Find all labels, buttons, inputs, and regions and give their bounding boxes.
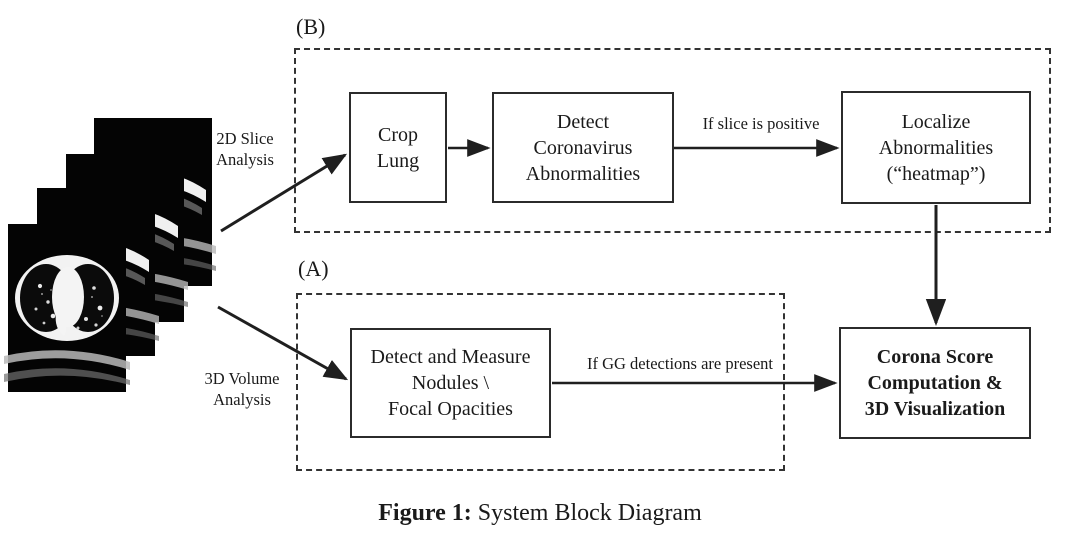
box-detect-line1: Detect	[556, 110, 610, 133]
figure-caption: Figure 1: System Block Diagram	[0, 500, 1080, 527]
group-b-container	[294, 48, 1051, 233]
label-3d-volume-analysis: 3D Volume Analysis	[182, 368, 302, 410]
box-detect-line2: Coronavirus	[533, 136, 633, 159]
label-3d-line1: 3D Volume	[204, 369, 280, 388]
box-nodules-line2: Nodules \	[411, 372, 490, 394]
box-corona-score-computation[interactable]: Corona Score Computation & 3D Visualizat…	[839, 327, 1031, 439]
figure-caption-title: System Block Diagram	[477, 500, 702, 526]
group-b-label: (B)	[296, 14, 326, 39]
group-a-label: (A)	[298, 256, 329, 281]
box-crop-lung-line1: Crop	[378, 123, 418, 146]
edge-label-slice-positive: If slice is positive	[702, 114, 820, 133]
box-crop-lung-line2: Lung	[376, 149, 420, 172]
box-corona-line1: Corona Score	[876, 346, 994, 368]
label-2d-line1: 2D Slice	[216, 129, 274, 148]
box-detect-coronavirus-abnormalities[interactable]: Detect Coronavirus Abnormalities	[492, 92, 674, 203]
box-localize-abnormalities-heatmap[interactable]: Localize Abnormalities (“heatmap”)	[841, 91, 1031, 204]
box-corona-line2: Computation &	[867, 372, 1003, 394]
box-nodules-line1: Detect and Measure	[370, 346, 531, 368]
box-localize-line1: Localize	[901, 110, 971, 133]
box-crop-lung[interactable]: Crop Lung	[349, 92, 447, 203]
box-localize-line2: Abnormalities	[878, 136, 994, 159]
box-detect-line3: Abnormalities	[525, 162, 641, 185]
edge-label-gg-present: If GG detections are present	[586, 354, 773, 373]
box-localize-line3: (“heatmap”)	[886, 162, 986, 185]
label-3d-line2: Analysis	[213, 390, 271, 410]
ct-slice-1	[4, 224, 130, 392]
box-nodules-line3: Focal Opacities	[388, 398, 513, 420]
figure-caption-label: Figure 1:	[378, 500, 472, 526]
label-2d-slice-analysis: 2D Slice Analysis	[190, 128, 300, 170]
box-detect-measure-nodules[interactable]: Detect and Measure Nodules \ Focal Opaci…	[350, 328, 551, 438]
box-corona-line3: 3D Visualization	[864, 398, 1006, 420]
label-2d-line2: Analysis	[216, 150, 274, 170]
